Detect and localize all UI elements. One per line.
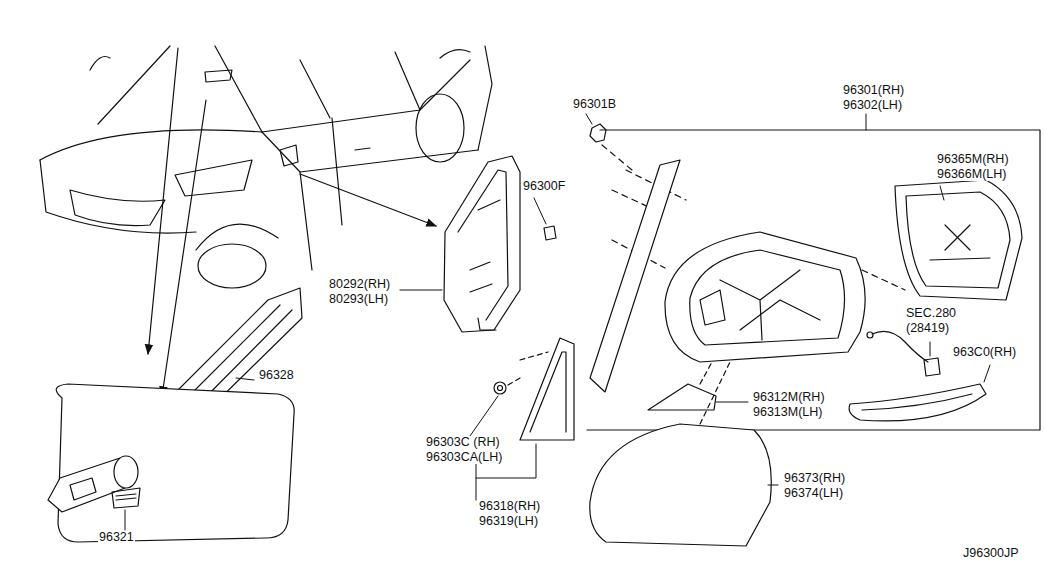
nut [498, 386, 503, 391]
callout-number: 96301B [572, 98, 617, 111]
pointer-arrow [148, 48, 178, 354]
dashed-guide [508, 352, 548, 385]
callout-number: 96312M(RH) [752, 391, 826, 404]
callout-number: 96373(RH) [783, 472, 846, 485]
assembly-frame [587, 130, 1040, 430]
callout-number: 96303CA(LH) [425, 451, 503, 464]
clip [544, 226, 556, 240]
callout-number: 96302(LH) [842, 99, 903, 112]
callout-number: 96374(LH) [783, 487, 844, 500]
diagram-code: J96300JP [962, 547, 1020, 560]
turn-lamp [862, 394, 972, 410]
nut [590, 124, 606, 142]
bottom-cover [648, 384, 716, 410]
callout-number: (28419) [905, 322, 950, 335]
callout-number: 96303C (RH) [425, 436, 501, 449]
connector [924, 358, 940, 376]
nut [494, 382, 506, 394]
callout-number: 963C0(RH) [952, 346, 1017, 359]
mirror-glass [895, 180, 1022, 300]
pointer-arrow [162, 100, 206, 396]
mirror-base [590, 160, 680, 392]
corner-cover [530, 352, 566, 432]
callout-number: 96321 [98, 531, 135, 544]
dashed-guide [700, 362, 730, 424]
wire-harness [872, 331, 928, 362]
callout-number: 80293(LH) [328, 293, 389, 306]
dashed-guide [700, 362, 712, 384]
callout-number: 96319(LH) [478, 515, 539, 528]
callout-number: 96366M(LH) [936, 168, 1007, 181]
vehicle-sketch [40, 46, 492, 288]
mirror-cap [590, 424, 771, 546]
callout-number: 96313M(LH) [752, 406, 823, 419]
callout-number: 96300F [522, 180, 566, 193]
inside-mirror [48, 384, 294, 542]
turn-lamp [849, 384, 986, 421]
callout-number: 96318(RH) [478, 500, 541, 513]
callout-number: 80292(RH) [328, 278, 391, 291]
corner-cover [520, 338, 574, 440]
leader-line [125, 114, 990, 530]
callout-number: 96301(RH) [842, 84, 905, 97]
callout-number: SEC.280 [905, 307, 957, 320]
callout-number: 96328 [258, 369, 295, 382]
pointer-arrow [300, 174, 436, 226]
callout-number: 96365M(RH) [936, 153, 1010, 166]
dashed-guide [862, 270, 905, 290]
inner-finisher [444, 156, 520, 332]
connector [867, 332, 873, 338]
mirror-housing [665, 232, 865, 362]
